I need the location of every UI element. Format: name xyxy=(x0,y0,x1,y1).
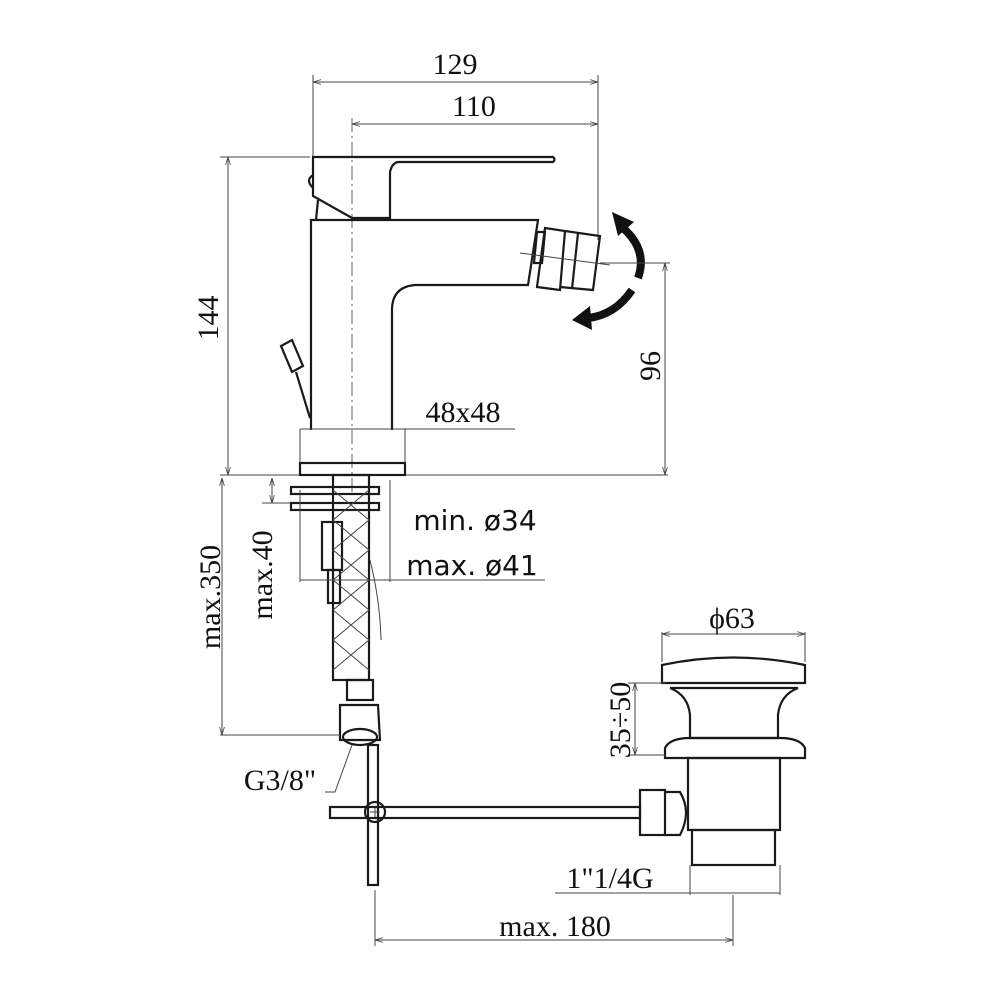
svg-text:48x48: 48x48 xyxy=(426,396,501,429)
svg-text:144: 144 xyxy=(192,296,225,341)
dim-g3-8: G3/8" xyxy=(244,744,353,797)
dim-48x48: 48x48 xyxy=(299,396,515,463)
bidet-nozzle xyxy=(519,226,611,292)
popup-lever xyxy=(279,338,312,419)
svg-text:min. ø34: min. ø34 xyxy=(413,504,536,537)
fixing-kit xyxy=(289,485,381,605)
dim-35-50: 35÷50 xyxy=(604,682,665,758)
popup-waste xyxy=(638,656,807,867)
dim-1-1-4g: 1"1/4G xyxy=(555,862,781,895)
svg-text:129: 129 xyxy=(433,48,478,81)
dim-96: 96 xyxy=(600,262,670,475)
svg-text:max. 180: max. 180 xyxy=(499,910,611,943)
lever-handle xyxy=(307,155,556,221)
dim-max-350: max.350 xyxy=(194,478,340,736)
svg-text:max.40: max.40 xyxy=(246,530,279,619)
dim-phi-63: ϕ63 xyxy=(661,602,806,662)
svg-text:ϕ63: ϕ63 xyxy=(709,602,755,635)
svg-text:35÷50: 35÷50 xyxy=(604,682,637,758)
dim-max-40: max.40 xyxy=(246,478,290,620)
dim-144: 144 xyxy=(192,156,668,476)
svg-text:1"1/4G: 1"1/4G xyxy=(566,862,653,895)
svg-text:110: 110 xyxy=(452,90,496,123)
svg-text:max. ø41: max. ø41 xyxy=(406,549,538,582)
svg-text:G3/8": G3/8" xyxy=(244,764,316,797)
dim-min-max-hole: min. ø34 max. ø41 xyxy=(299,480,545,582)
braided-hose xyxy=(331,473,382,747)
dim-max-180: max. 180 xyxy=(374,890,734,946)
svg-text:96: 96 xyxy=(634,351,667,381)
mixer-body xyxy=(309,218,540,430)
svg-text:max.350: max.350 xyxy=(194,545,227,649)
dim-110: 110 xyxy=(352,90,598,124)
rotation-arrows-icon xyxy=(572,212,645,330)
dim-129: 129 xyxy=(312,48,599,240)
